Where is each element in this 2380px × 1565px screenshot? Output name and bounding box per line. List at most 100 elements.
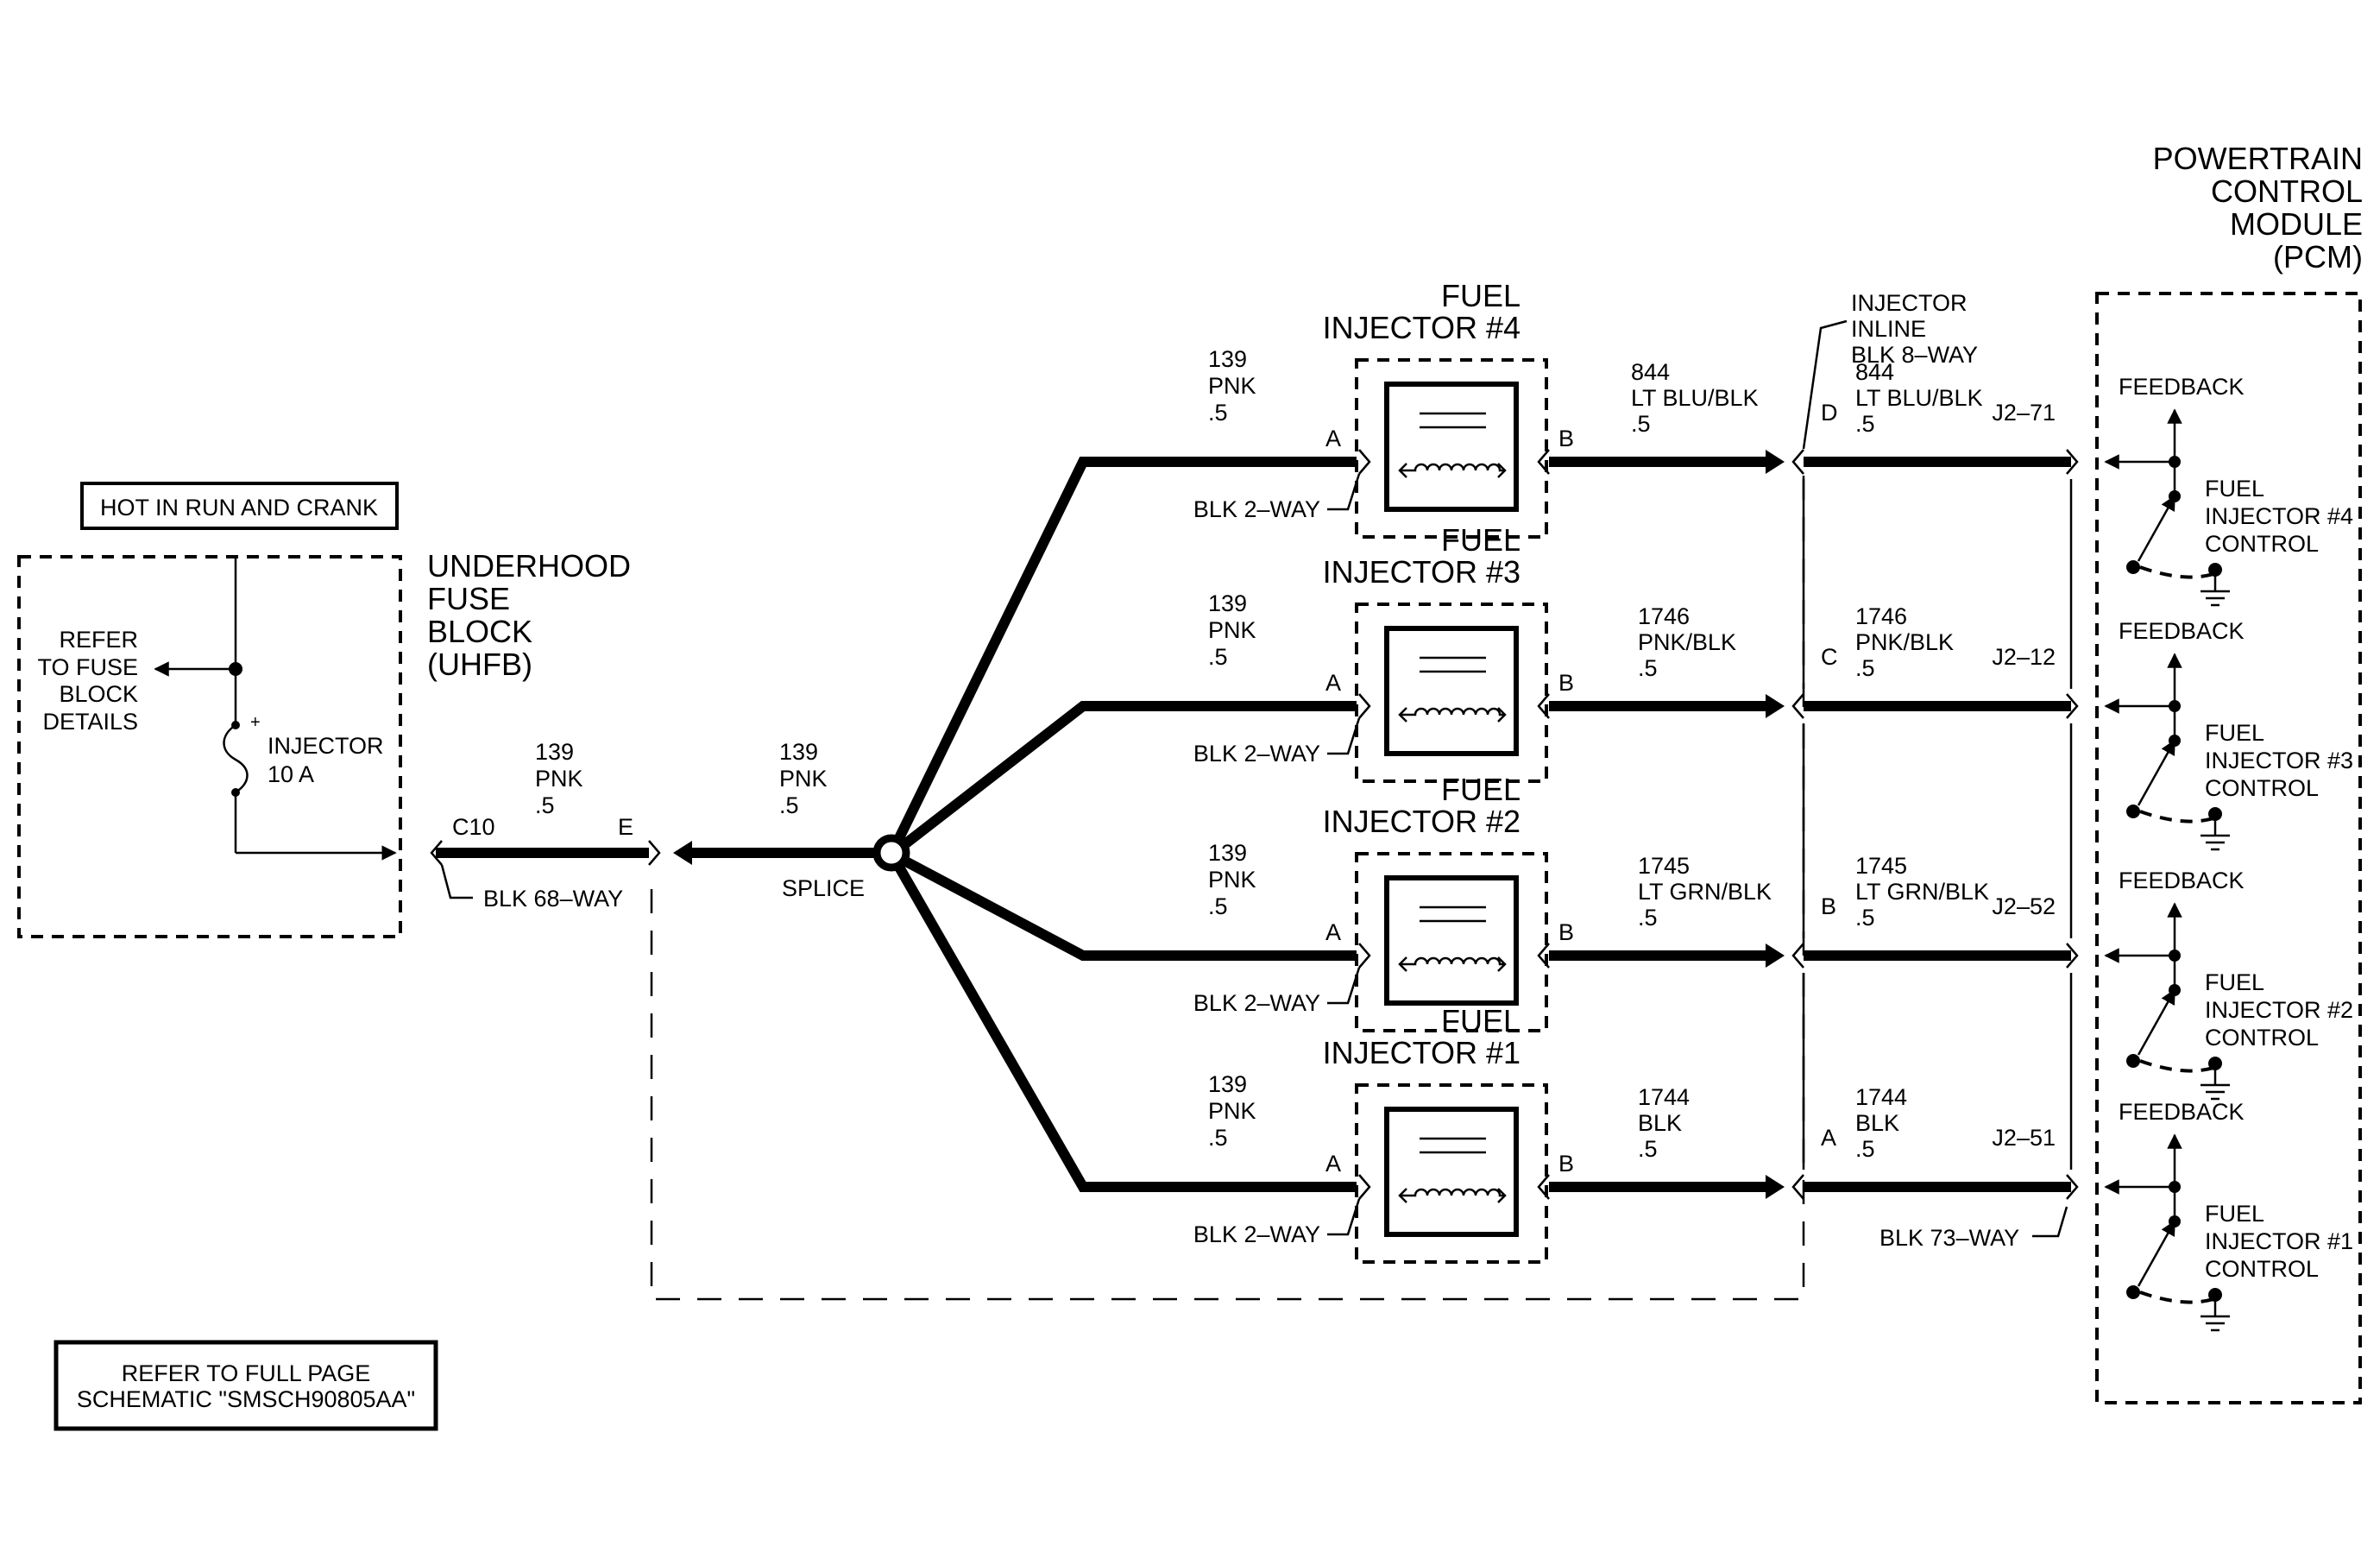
injector-3-feedback-label: FEEDBACK bbox=[2119, 618, 2245, 644]
svg-text:SCHEMATIC "SMSCH90805AA": SCHEMATIC "SMSCH90805AA" bbox=[77, 1386, 415, 1412]
svg-text:.5: .5 bbox=[1855, 655, 1875, 681]
svg-text:INJECTOR #3: INJECTOR #3 bbox=[2205, 748, 2353, 773]
svg-text:REFER TO FULL PAGE: REFER TO FULL PAGE bbox=[122, 1360, 371, 1386]
svg-text:PNK: PNK bbox=[1208, 373, 1256, 399]
svg-text:139: 139 bbox=[1208, 590, 1247, 616]
svg-text:A: A bbox=[1821, 1125, 1836, 1151]
svg-text:.5: .5 bbox=[535, 792, 555, 818]
svg-text:BLOCK: BLOCK bbox=[427, 614, 532, 649]
svg-text:FUEL: FUEL bbox=[1441, 772, 1521, 807]
svg-text:LT GRN/BLK: LT GRN/BLK bbox=[1855, 879, 1989, 905]
svg-text:1744: 1744 bbox=[1638, 1084, 1690, 1110]
injector-3-pcm-pin: J2–12 bbox=[1992, 644, 2056, 670]
refer-schematic-box: REFER TO FULL PAGE SCHEMATIC "SMSCH90805… bbox=[54, 1340, 438, 1431]
svg-text:FUSE: FUSE bbox=[427, 581, 510, 616]
pcm-connector-desc: BLK 73–WAY bbox=[1879, 1225, 2019, 1251]
injector-fuse: + INJECTOR 10 A bbox=[223, 713, 384, 797]
injector-4-pcm-pin: J2–71 bbox=[1992, 400, 2056, 426]
svg-text:CONTROL: CONTROL bbox=[2205, 775, 2319, 801]
svg-text:844: 844 bbox=[1631, 359, 1670, 385]
svg-text:CONTROL: CONTROL bbox=[2205, 1256, 2319, 1282]
injector-2-connector-desc: BLK 2–WAY bbox=[1193, 990, 1320, 1016]
svg-text:PNK: PNK bbox=[1208, 867, 1256, 893]
svg-text:844: 844 bbox=[1855, 359, 1894, 385]
injector-3-body bbox=[1384, 626, 1519, 756]
svg-text:BLOCK: BLOCK bbox=[59, 681, 138, 707]
svg-text:139: 139 bbox=[1208, 840, 1247, 866]
injector-2-feedback-label: FEEDBACK bbox=[2119, 868, 2245, 893]
svg-text:A: A bbox=[1325, 426, 1341, 451]
svg-text:139: 139 bbox=[779, 739, 818, 765]
svg-text:1744: 1744 bbox=[1855, 1084, 1907, 1110]
injector-2-body bbox=[1384, 875, 1519, 1006]
svg-text:1745: 1745 bbox=[1638, 853, 1690, 879]
svg-text:LT BLU/BLK: LT BLU/BLK bbox=[1631, 385, 1759, 411]
svg-text:.5: .5 bbox=[1208, 893, 1228, 919]
hot-in-run-and-crank-box: HOT IN RUN AND CRANK bbox=[80, 482, 399, 530]
inline-connector-label: INJECTOR INLINE BLK 8–WAY bbox=[1802, 290, 1978, 450]
svg-text:B: B bbox=[1558, 1151, 1574, 1177]
svg-text:POWERTRAIN: POWERTRAIN bbox=[2153, 141, 2363, 176]
injector-3-connector-desc: BLK 2–WAY bbox=[1193, 741, 1320, 767]
fuse-rating: 10 A bbox=[268, 761, 314, 787]
svg-text:1745: 1745 bbox=[1855, 853, 1907, 879]
svg-text:FUEL: FUEL bbox=[2205, 1201, 2264, 1227]
svg-text:B: B bbox=[1558, 919, 1574, 945]
svg-text:C10: C10 bbox=[452, 814, 495, 840]
svg-text:FUEL: FUEL bbox=[1441, 278, 1521, 313]
svg-text:MODULE: MODULE bbox=[2230, 206, 2363, 242]
splice: SPLICE bbox=[782, 834, 910, 901]
svg-text:.5: .5 bbox=[1855, 411, 1875, 437]
svg-text:INJECTOR: INJECTOR bbox=[1851, 290, 1968, 316]
svg-text:LT GRN/BLK: LT GRN/BLK bbox=[1638, 879, 1772, 905]
pcm-title: POWERTRAIN CONTROL MODULE (PCM) bbox=[2153, 141, 2363, 275]
svg-text:1746: 1746 bbox=[1855, 603, 1907, 629]
svg-text:INJECTOR #2: INJECTOR #2 bbox=[2205, 997, 2353, 1023]
svg-text:.5: .5 bbox=[1208, 400, 1228, 426]
svg-text:INJECTOR #3: INJECTOR #3 bbox=[1323, 554, 1521, 590]
svg-text:PNK/BLK: PNK/BLK bbox=[1638, 629, 1736, 655]
svg-text:PNK/BLK: PNK/BLK bbox=[1855, 629, 1954, 655]
svg-text:INJECTOR #4: INJECTOR #4 bbox=[1323, 310, 1521, 345]
svg-text:INJECTOR #1: INJECTOR #1 bbox=[2205, 1228, 2353, 1254]
svg-text:E: E bbox=[618, 814, 633, 840]
svg-text:(PCM): (PCM) bbox=[2273, 239, 2363, 275]
svg-text:CONTROL: CONTROL bbox=[2205, 531, 2319, 557]
svg-text:PNK: PNK bbox=[535, 766, 583, 792]
svg-text:B: B bbox=[1821, 893, 1836, 919]
svg-text:FUEL: FUEL bbox=[1441, 1003, 1521, 1038]
injector-1-body bbox=[1384, 1107, 1519, 1237]
svg-text:FUEL: FUEL bbox=[2205, 720, 2264, 746]
refer-fuse-text: REFER TO FUSE BLOCK DETAILS bbox=[37, 627, 138, 735]
injector-4-connector-desc: BLK 2–WAY bbox=[1193, 496, 1320, 522]
svg-text:CONTROL: CONTROL bbox=[2211, 174, 2363, 209]
svg-text:.5: .5 bbox=[779, 792, 799, 818]
splice-branches bbox=[892, 457, 1357, 1192]
injector-1-feedback-label: FEEDBACK bbox=[2119, 1099, 2245, 1125]
svg-text:A: A bbox=[1325, 670, 1341, 696]
svg-text:D: D bbox=[1821, 400, 1838, 426]
fuse-name: INJECTOR bbox=[268, 733, 384, 759]
svg-text:C: C bbox=[1821, 644, 1838, 670]
svg-text:PNK: PNK bbox=[779, 766, 828, 792]
svg-text:(UHFB): (UHFB) bbox=[427, 647, 532, 682]
svg-text:+: + bbox=[250, 713, 261, 732]
svg-text:SPLICE: SPLICE bbox=[782, 875, 865, 901]
svg-text:INJECTOR #2: INJECTOR #2 bbox=[1323, 804, 1521, 839]
uhfb-title: UNDERHOOD FUSE BLOCK (UHFB) bbox=[427, 548, 631, 682]
